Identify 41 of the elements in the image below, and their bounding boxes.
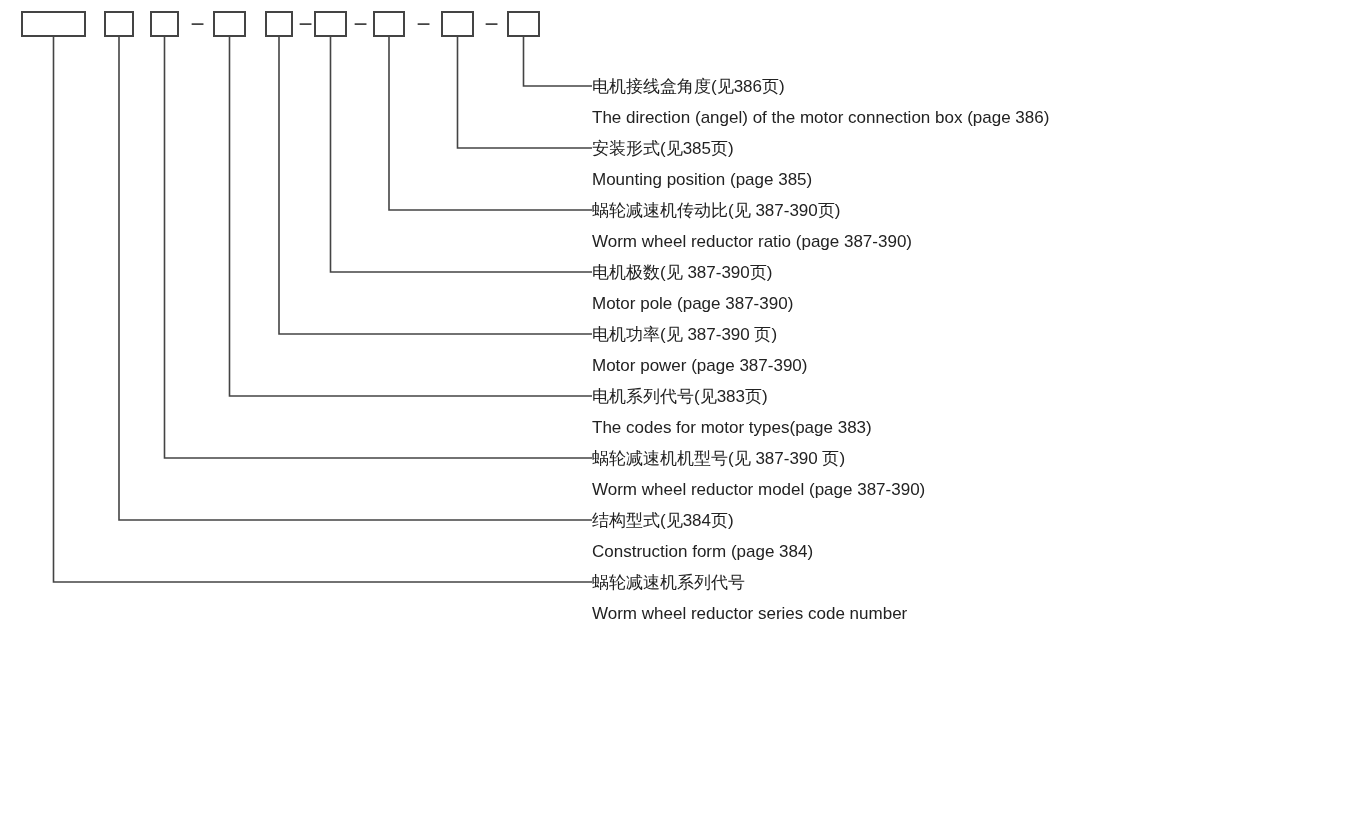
leader-line bbox=[456, 36, 593, 149]
code-box bbox=[265, 11, 293, 37]
leader-line bbox=[522, 36, 593, 87]
leader-line bbox=[388, 36, 593, 211]
separator-hyphen: - bbox=[297, 12, 314, 34]
chinese-caption: 结构型式(见384页) bbox=[592, 509, 735, 532]
leader-line bbox=[228, 36, 593, 397]
english-caption: Mounting position (page 385) bbox=[592, 168, 813, 191]
code-box bbox=[104, 11, 134, 37]
english-caption: Worm wheel reductor model (page 387-390) bbox=[592, 478, 926, 501]
code-box bbox=[150, 11, 179, 37]
leader-line bbox=[118, 36, 593, 521]
english-caption: The codes for motor types(page 383) bbox=[592, 416, 872, 439]
code-box bbox=[213, 11, 246, 37]
english-caption: Worm wheel reductor series code number bbox=[592, 602, 908, 625]
leader-line bbox=[329, 36, 593, 273]
leader-line bbox=[163, 36, 593, 459]
chinese-caption: 安装形式(见385页) bbox=[592, 137, 735, 160]
english-caption: Motor power (page 387-390) bbox=[592, 354, 808, 377]
separator-hyphen: - bbox=[352, 12, 369, 34]
english-caption: The direction (angel) of the motor connection box (page 386) bbox=[592, 106, 1050, 129]
code-box bbox=[21, 11, 86, 37]
chinese-caption: 电机系列代号(见383页) bbox=[592, 385, 769, 408]
english-caption: Worm wheel reductor ratio (page 387-390) bbox=[592, 230, 912, 253]
chinese-caption: 电机功率(见 387-390 页) bbox=[592, 323, 779, 346]
code-box bbox=[507, 11, 540, 37]
chinese-caption: 蜗轮减速机机型号(见 387-390 页) bbox=[592, 447, 847, 470]
english-caption: Motor pole (page 387-390) bbox=[592, 292, 794, 315]
leader-line bbox=[52, 36, 593, 583]
code-box bbox=[314, 11, 347, 37]
separator-hyphen: - bbox=[189, 12, 206, 34]
separator-hyphen: - bbox=[415, 12, 432, 34]
chinese-caption: 蜗轮减速机系列代号 bbox=[592, 571, 746, 594]
separator-hyphen: - bbox=[483, 12, 500, 34]
chinese-caption: 电机接线盒角度(见386页) bbox=[592, 75, 786, 98]
leader-line bbox=[278, 36, 593, 335]
chinese-caption: 蜗轮减速机传动比(见 387-390页) bbox=[592, 199, 842, 222]
chinese-caption: 电机极数(见 387-390页) bbox=[592, 261, 774, 284]
code-box bbox=[373, 11, 405, 37]
code-box bbox=[441, 11, 474, 37]
english-caption: Construction form (page 384) bbox=[592, 540, 814, 563]
